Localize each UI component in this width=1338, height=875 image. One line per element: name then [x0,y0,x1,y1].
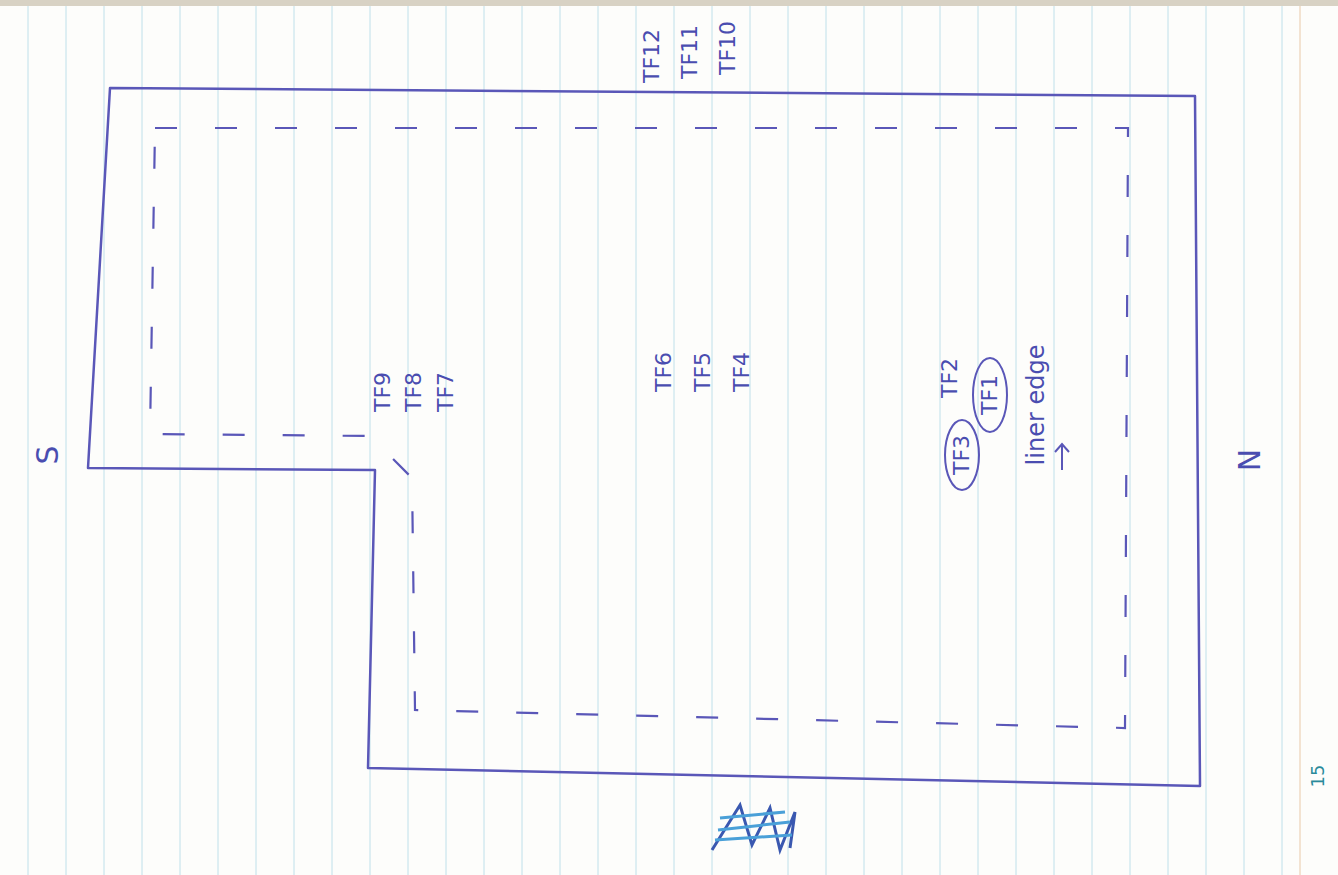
label-text: TF4 [731,352,753,392]
label-text: TF5 [692,352,714,392]
margin-line [1300,0,1301,875]
label-text: TF9 [372,372,394,412]
label-text: TF10 [717,21,739,75]
label-text: TF12 [641,29,663,83]
site-outline [88,88,1200,786]
label-text: TF2 [939,358,961,398]
label-text: TF8 [403,372,425,412]
label-text: TF11 [679,25,701,79]
label-text: TF1 [979,375,1001,415]
note-text: liner edge [1024,345,1048,466]
label-text: TF3 [951,435,973,475]
direction-mark: S [33,445,63,464]
circle-mark [973,358,1007,432]
page-number: 15 [1309,765,1327,788]
circle-mark [945,420,979,490]
ruled-lines [28,0,1282,875]
dashed-inset [150,128,1128,728]
label-text: TF6 [653,352,675,392]
binding-edge [0,0,1338,6]
scribble [712,805,795,850]
arrow-mark [1055,444,1069,470]
label-text: TF7 [435,372,457,412]
direction-mark: N [1235,449,1265,471]
